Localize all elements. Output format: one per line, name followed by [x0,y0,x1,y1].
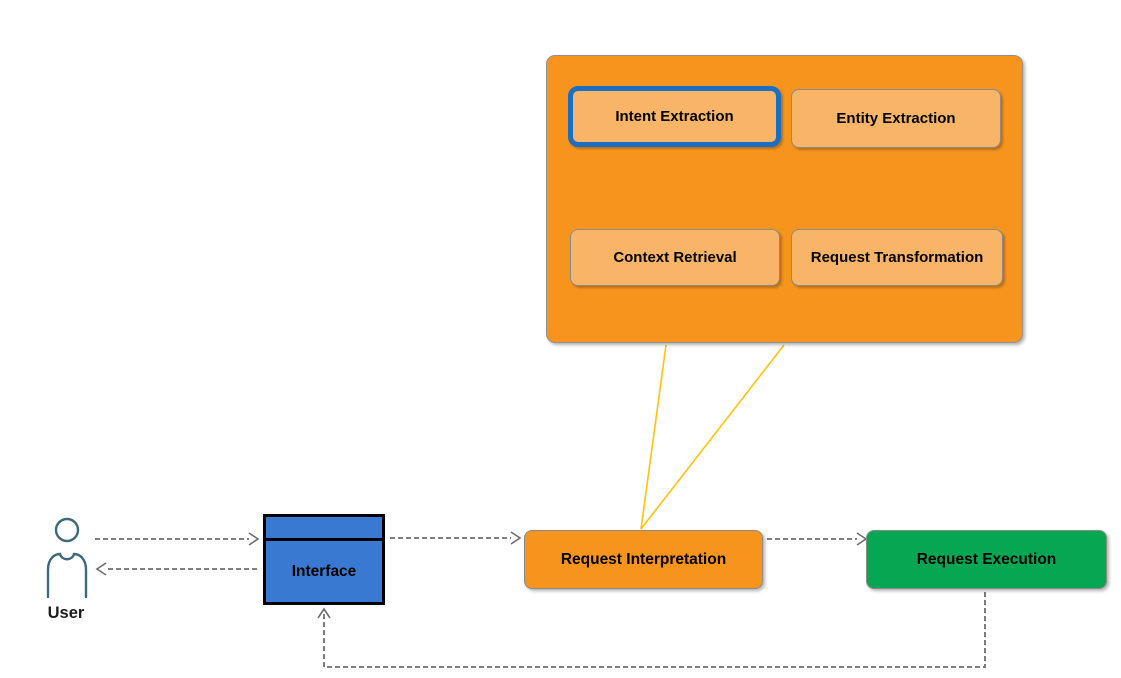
panel-item-label: Intent Extraction [615,108,734,125]
panel-item-entity-extraction[interactable]: Entity Extraction [791,89,1001,148]
request-execution-label: Request Execution [916,550,1057,568]
panel-item-label: Context Retrieval [613,249,737,266]
callout-line-left [640,344,667,530]
arrow-user-to-interface [95,532,260,546]
person-outline-icon [46,517,88,599]
panel-item-intent-extraction[interactable]: Intent Extraction [568,86,781,147]
arrow-interpretation-to-execution [767,532,868,546]
request-interpretation-node[interactable]: Request Interpretation [524,530,763,589]
panel-item-context-retrieval[interactable]: Context Retrieval [570,229,780,286]
request-interpretation-label: Request Interpretation [560,550,727,568]
panel-item-request-transformation[interactable]: Request Transformation [791,229,1003,286]
callout-line-right [640,344,785,530]
user-actor[interactable] [44,516,90,599]
panel-item-label: Entity Extraction [836,110,956,127]
arrow-interface-to-interpretation [390,531,522,545]
arrow-execution-to-interface [317,592,986,668]
interface-label: Interface [291,562,357,580]
interface-header-strip [266,517,382,541]
request-execution-node[interactable]: Request Execution [866,530,1107,589]
user-label: User [47,604,85,622]
arrow-interface-to-user [95,562,257,576]
panel-item-label: Request Transformation [810,249,984,266]
interface-node[interactable]: Interface [263,514,385,605]
